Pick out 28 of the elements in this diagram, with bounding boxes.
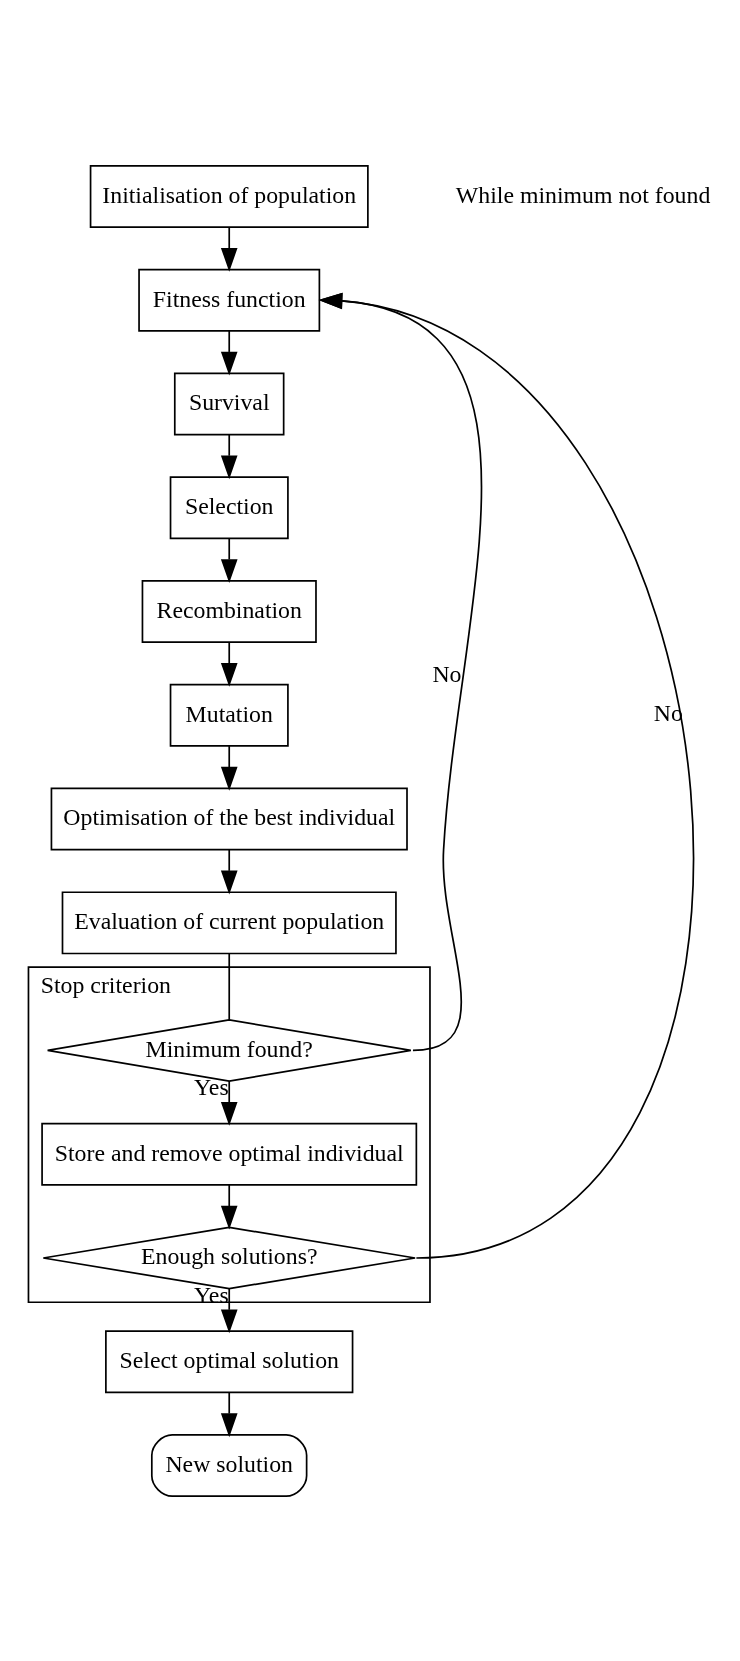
arrow [220,1079,238,1126]
node-box: Selection [169,475,289,539]
node-box: Store and remove optimal individual [41,1122,418,1186]
arrow [220,1183,238,1230]
arrow [318,292,693,1259]
arrow [220,225,238,272]
label: While minimum not found [455,181,711,208]
node-box: Select optimal solution [105,1329,354,1393]
node-box: New solution [150,1433,308,1497]
arrow [220,848,238,894]
node-box: Survival [173,372,285,435]
arrow [220,433,238,479]
node-diamond: Enough solutions? [42,1226,416,1289]
arrow [220,1391,238,1437]
edge-label: No [432,660,462,687]
arrow [220,744,238,791]
arrow [220,537,238,583]
node-box: Optimisation of the best individual [50,787,408,851]
arrow [220,329,238,376]
node-box: Recombination [141,579,317,643]
arrow [220,640,238,687]
node-box: Fitness function [138,268,321,332]
node-box: Initialisation of population [89,164,369,228]
arrow [220,1287,238,1333]
connector [228,952,231,1020]
node-box: Evaluation of current population [61,890,397,954]
arrow [318,292,483,1051]
node-box: Mutation [169,683,289,747]
